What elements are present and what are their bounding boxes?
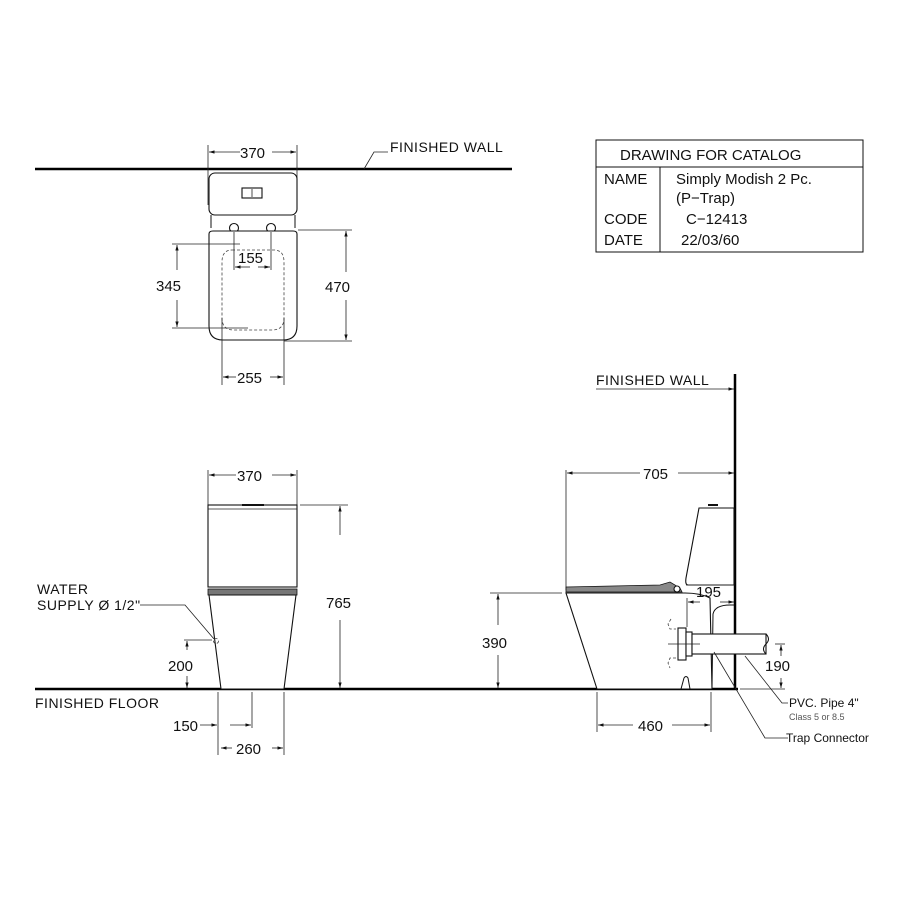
tank-front (207, 504, 298, 588)
top-view-bolt-spacing-dim: 155 (238, 250, 263, 267)
title-block-name-label: NAME (604, 171, 647, 188)
title-block-code-label: CODE (604, 211, 647, 228)
side-view-wall-label: FINISHED WALL (596, 372, 709, 388)
pvc-pipe-class-label: Class 5 or 8.5 (789, 712, 845, 722)
front-view-supply-offset-dim: 150 (173, 718, 198, 735)
title-block: DRAWING FOR CATALOG NAME Simply Modish 2… (595, 139, 864, 253)
pvc-pipe-label: PVC. Pipe 4" (789, 696, 859, 710)
front-view-supply-height-dim: 200 (168, 658, 193, 675)
top-view-seat-depth-dim: 345 (156, 278, 181, 295)
top-view-front-width-dim: 255 (237, 370, 262, 387)
top-view-wall-label: FINISHED WALL (390, 139, 503, 155)
title-block-heading: DRAWING FOR CATALOG (620, 147, 801, 164)
water-supply-label-2: SUPPLY Ø 1/2" (37, 597, 141, 613)
floor-label: FINISHED FLOOR (35, 695, 159, 711)
top-view: FINISHED WALL 370 155 345 (35, 139, 512, 387)
side-view-base-depth-dim: 460 (638, 718, 663, 735)
water-supply-label-1: WATER (37, 581, 89, 597)
side-view-rough-in-dim: 195 (696, 584, 721, 601)
tank-side (685, 507, 735, 586)
seat-front (207, 588, 298, 596)
bowl-opening-outline (221, 249, 285, 331)
side-view-pipe-height-dim: 190 (765, 658, 790, 675)
side-view: FINISHED WALL 705 195 (482, 372, 869, 745)
bowl-side (565, 592, 713, 690)
title-block-name-value: Simply Modish 2 Pc. (676, 171, 812, 188)
bowl-plan (208, 230, 298, 341)
top-view-width-dim: 370 (240, 145, 265, 162)
side-view-seat-height-dim: 390 (482, 635, 507, 652)
seat-side (565, 581, 683, 593)
title-block-date-label: DATE (604, 232, 643, 249)
trap-connector-label: Trap Connector (786, 731, 869, 745)
front-view-width-dim: 370 (237, 468, 262, 485)
title-block-date-value: 22/03/60 (681, 232, 739, 249)
front-view: 370 765 WATER SUPPLY Ø 1/2" 200 150 (37, 468, 351, 758)
pvc-pipe (691, 633, 767, 655)
title-block-name-value-2: (P−Trap) (676, 190, 735, 207)
side-view-depth-dim: 705 (643, 466, 668, 483)
front-view-base-width-dim: 260 (236, 741, 261, 758)
top-view-total-depth-dim: 470 (325, 279, 350, 296)
front-view-height-dim: 765 (326, 595, 351, 612)
bowl-front (208, 594, 297, 690)
title-block-code-value: C−12413 (686, 211, 747, 228)
